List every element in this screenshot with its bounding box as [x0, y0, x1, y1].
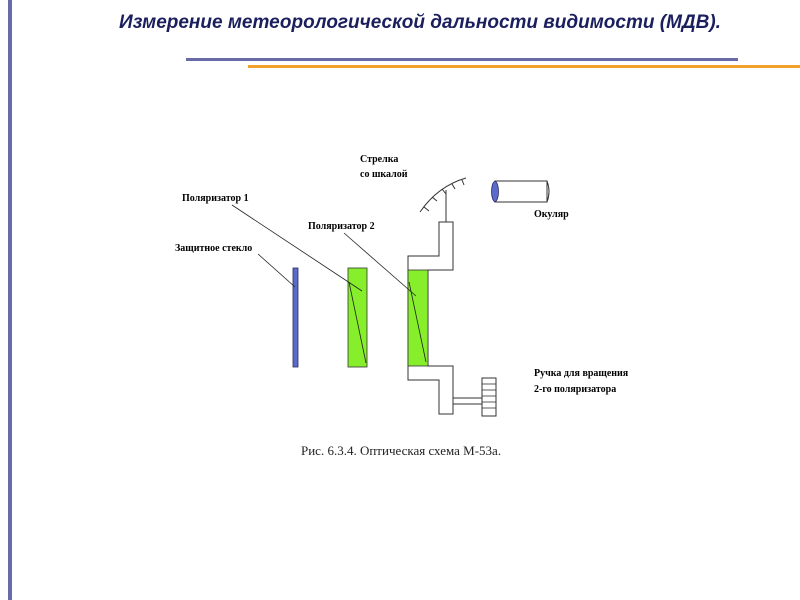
leader-polarizer-1 [231, 204, 363, 292]
label-arrow-scale-line1: Стрелка [360, 154, 398, 165]
polarizer-1-axis [348, 281, 367, 364]
leader-protective-glass [257, 253, 296, 288]
label-arrow-scale-line2: со шкалой [360, 169, 408, 180]
polarizer-2 [407, 269, 429, 367]
protective-glass [292, 267, 299, 368]
title-rule-orange [248, 65, 800, 68]
handle-knob [481, 377, 497, 417]
scale-arc [419, 177, 467, 213]
label-protective-glass: Защитное стекло [175, 243, 252, 254]
label-handle-line1: Ручка для вращения [534, 368, 629, 379]
handle-knurling [482, 383, 496, 409]
handle-shaft [452, 397, 484, 405]
polarizer-2-axis [408, 281, 427, 363]
page-title: Измерение метеорологической дальности ви… [119, 12, 721, 33]
eyepiece-lens [491, 181, 499, 202]
label-handle-line2: 2-го поляризатора [534, 384, 616, 395]
figure-caption: Рис. 6.3.4. Оптическая схема М-53а. [301, 443, 501, 458]
label-polarizer-2: Поляризатор 2 [308, 221, 375, 232]
title-rule-blue [186, 58, 738, 61]
label-polarizer-1: Поляризатор 1 [182, 193, 249, 204]
eyepiece-tube [494, 180, 548, 203]
left-accent-bar [8, 0, 12, 600]
leader-polarizer-2 [343, 232, 417, 297]
label-eyepiece: Окуляр [534, 209, 569, 220]
polarizer-1 [347, 267, 368, 368]
